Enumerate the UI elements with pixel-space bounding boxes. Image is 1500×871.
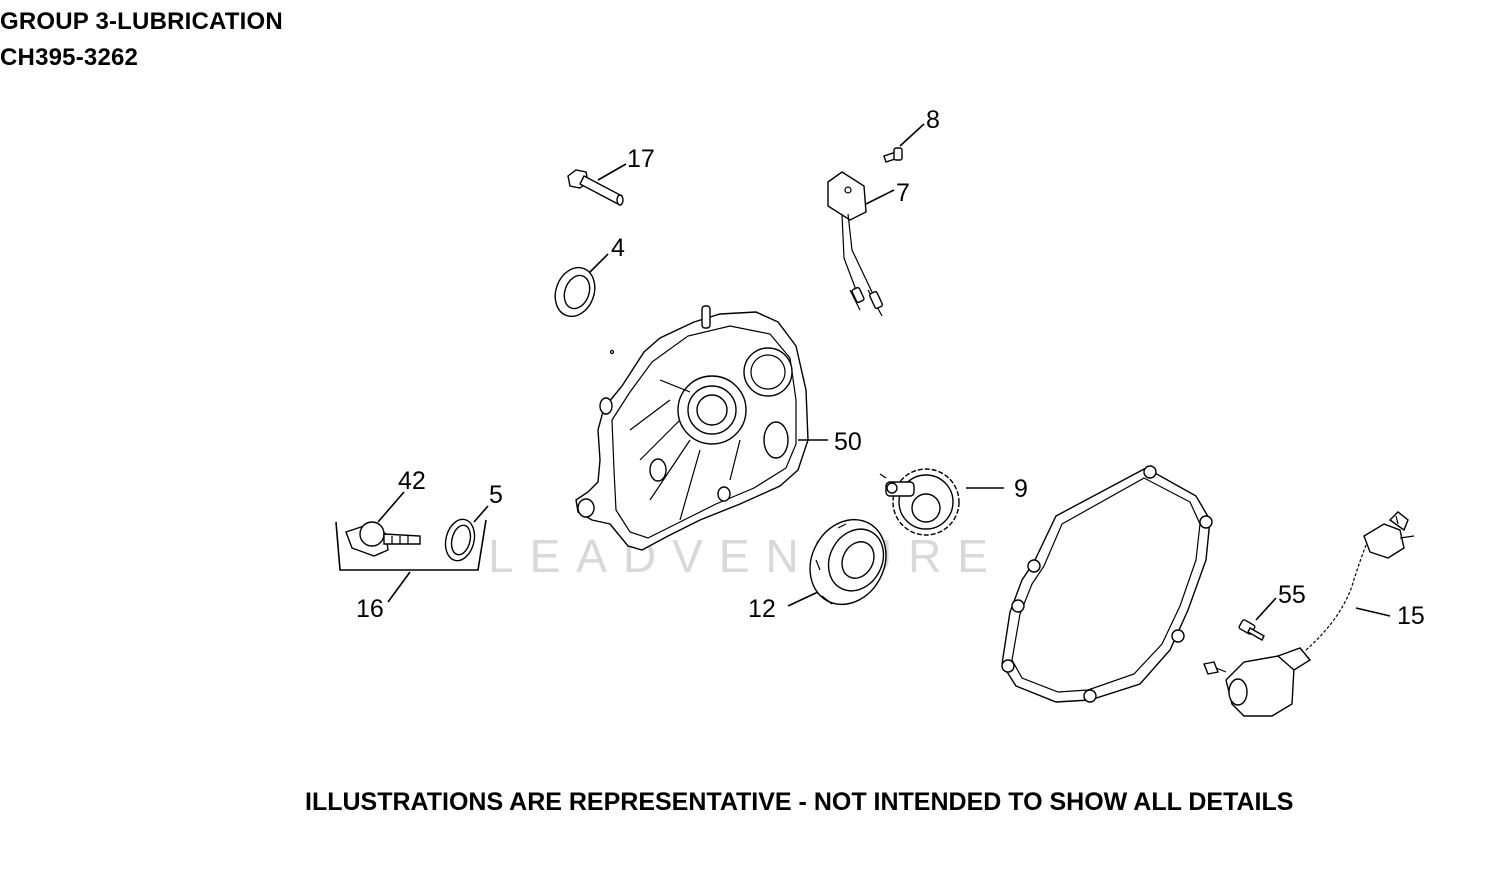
part-9-governor-gear[interactable] <box>879 468 960 536</box>
part-7-oil-sentry-switch[interactable] <box>827 171 884 317</box>
leader-7 <box>865 189 895 205</box>
part-8-screw[interactable] <box>883 147 903 163</box>
callout-42[interactable]: 42 <box>398 467 426 495</box>
leader-55 <box>1255 597 1277 621</box>
callout-17[interactable]: 17 <box>627 145 655 173</box>
watermark: LEADVENTURE <box>488 530 1004 582</box>
part-15-oil-pressure-switch[interactable] <box>1203 511 1415 717</box>
part-5-o-ring[interactable] <box>441 516 478 564</box>
leader-17 <box>597 163 627 181</box>
callout-9[interactable]: 9 <box>1014 475 1028 503</box>
leader-4 <box>589 253 609 273</box>
leader-15 <box>1355 607 1391 617</box>
page-title: GROUP 3-LUBRICATION <box>0 8 283 35</box>
part-55-screw[interactable] <box>1238 619 1265 641</box>
disclaimer-text: ILLUSTRATIONS ARE REPRESENTATIVE - NOT I… <box>305 788 1294 816</box>
model-number: CH395-3262 <box>0 44 139 71</box>
callout-50[interactable]: 50 <box>834 428 862 456</box>
leader-42 <box>377 491 405 523</box>
callout-5[interactable]: 5 <box>489 481 503 509</box>
part-16-kit-bracket <box>335 519 487 571</box>
callout-55[interactable]: 55 <box>1278 581 1306 609</box>
callout-4[interactable]: 4 <box>611 234 625 262</box>
leader-8 <box>899 123 925 147</box>
part-50-closure-plate[interactable] <box>575 305 809 551</box>
leader-5 <box>473 505 489 523</box>
callout-15[interactable]: 15 <box>1397 602 1425 630</box>
callout-12[interactable]: 12 <box>748 595 776 623</box>
leader-12 <box>787 591 819 607</box>
gasket[interactable] <box>1001 465 1213 703</box>
callout-7[interactable]: 7 <box>896 179 910 207</box>
part-4-oil-seal[interactable] <box>549 262 602 322</box>
callout-16[interactable]: 16 <box>356 595 384 623</box>
leader-16 <box>387 571 411 603</box>
callout-8[interactable]: 8 <box>926 106 940 134</box>
part-17-screw[interactable] <box>567 169 624 206</box>
part-12-ball-bearing[interactable] <box>796 506 901 618</box>
part-42-oil-drain-plug[interactable] <box>345 521 421 557</box>
